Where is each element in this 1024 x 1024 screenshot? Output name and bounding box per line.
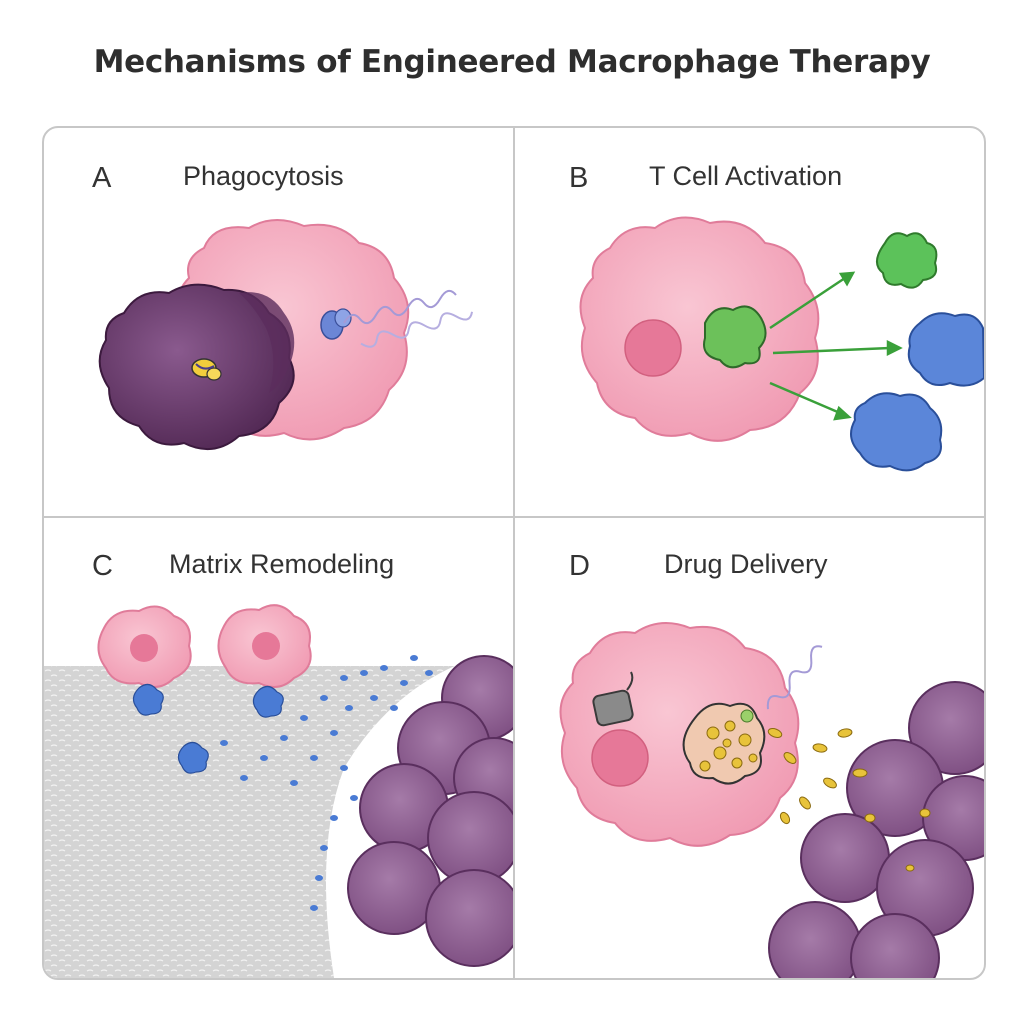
drug-device-icon [592, 671, 634, 727]
panel-a: A Phagocytosis [44, 128, 513, 516]
dna-helix-icon [766, 645, 823, 710]
tumor-mass [347, 655, 513, 967]
activation-arrows [769, 271, 903, 421]
released-drugs [767, 728, 931, 872]
panel-a-letter: A [92, 162, 112, 194]
t-cell-blue-1 [907, 312, 984, 387]
panel-c: C Matrix Remodeling [44, 518, 513, 978]
drug-particles [699, 720, 758, 772]
panel-c-letter: C [92, 550, 113, 582]
enzyme-particles [220, 655, 433, 911]
macrophage-cell [559, 622, 800, 847]
panel-d-letter: D [569, 550, 590, 582]
panel-b-title: T Cell Activation [649, 161, 843, 191]
panel-c-title: Matrix Remodeling [169, 549, 395, 579]
figure-title: Mechanisms of Engineered Macrophage Ther… [93, 44, 931, 80]
macrophage-nucleus [591, 729, 649, 787]
tumor-cell-shadow [239, 292, 295, 393]
macrophage-nucleus [624, 319, 682, 377]
t-cell-blue-2 [850, 392, 943, 472]
panel-c-illustration [44, 604, 513, 978]
panel-divider-horizontal [44, 516, 984, 518]
macrophage-cell [579, 216, 820, 442]
panel-d-illustration [559, 622, 984, 978]
panel-d: D Drug Delivery [515, 518, 984, 978]
panel-a-illustration [98, 219, 474, 451]
enzyme-cluster-icon [132, 683, 284, 774]
tumor-mass [768, 681, 984, 978]
panel-b: B T Cell Activation [515, 128, 984, 516]
panel-b-letter: B [569, 162, 589, 194]
antigen-complex-icon [703, 305, 767, 369]
t-cell-green [876, 232, 938, 289]
panel-a-title: Phagocytosis [183, 161, 344, 191]
car-receptor-icon [320, 308, 352, 340]
panel-b-illustration [579, 216, 984, 472]
antigen-yellow-icon [191, 358, 222, 381]
dna-helix-icon [343, 289, 457, 325]
panel-divider-vertical [513, 128, 515, 978]
panel-d-title: Drug Delivery [664, 549, 828, 579]
figure-frame: A Phagocytosis B T Ce [42, 126, 986, 980]
